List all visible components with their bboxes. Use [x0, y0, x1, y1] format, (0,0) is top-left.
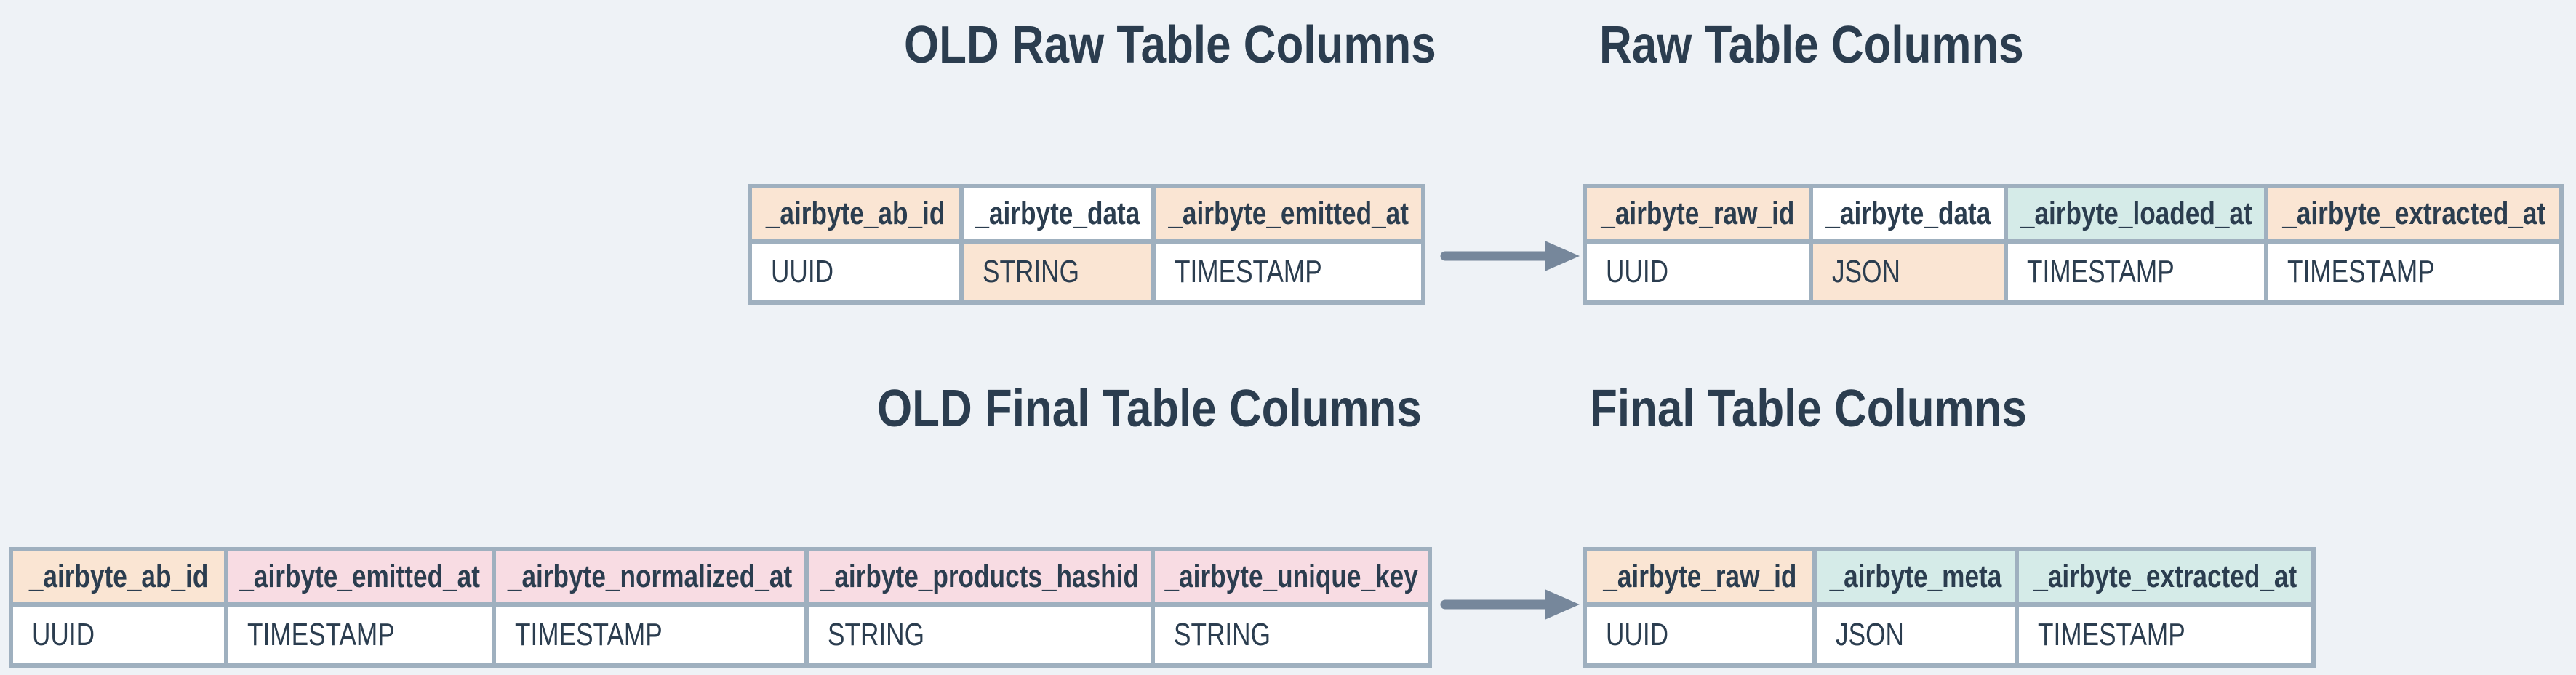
final-columns-table: _airbyte_raw_id _airbyte_meta _airbyte_ext…: [1583, 547, 2316, 668]
column-type-cell: STRING: [809, 607, 1151, 663]
raw-table-title-text: Raw Table Columns: [1599, 16, 2024, 74]
column-header-cell: _airbyte_data: [1813, 188, 2004, 239]
final-table-title: Final Table Columns: [1590, 381, 2098, 436]
column-header-cell: _airbyte_ab_id: [13, 551, 224, 602]
column-header-cell: _airbyte_meta: [1817, 551, 2015, 602]
column-type-cell-text: TIMESTAMP: [247, 617, 395, 652]
column-header-cell-text: _airbyte_extracted_at: [2033, 559, 2297, 594]
column-header-cell-text: _airbyte_ab_id: [766, 196, 945, 231]
column-header-cell-text: _airbyte_extracted_at: [2282, 196, 2546, 231]
column-header-cell-text: _airbyte_normalized_at: [508, 559, 793, 594]
column-type-cell-text: TIMESTAMP: [2287, 254, 2435, 289]
column-header-cell: _airbyte_extracted_at: [2268, 188, 2559, 239]
column-type-cell: UUID: [1587, 607, 1812, 663]
column-type-cell: JSON: [1813, 244, 2004, 300]
column-header-cell-text: _airbyte_data: [1825, 196, 1991, 231]
column-type-cell-text: UUID: [1606, 254, 1669, 289]
column-type-cell-text: JSON: [1836, 617, 1904, 652]
column-type-cell: TIMESTAMP: [496, 607, 804, 663]
column-type-cell: STRING: [1155, 607, 1428, 663]
column-header-cell-text: _airbyte_products_hashid: [820, 559, 1140, 594]
column-header-cell: _airbyte_extracted_at: [2019, 551, 2311, 602]
column-header-cell-text: _airbyte_ab_id: [28, 559, 209, 594]
column-type-cell-text: TIMESTAMP: [515, 617, 663, 652]
column-header-cell: _airbyte_raw_id: [1587, 188, 1809, 239]
old-final-table-title: OLD Final Table Columns: [877, 381, 1511, 436]
column-header-cell: _airbyte_loaded_at: [2008, 188, 2264, 239]
column-header-cell-text: _airbyte_raw_id: [1601, 196, 1795, 231]
column-type-cell: TIMESTAMP: [2019, 607, 2311, 663]
column-header-cell: _airbyte_emitted_at: [228, 551, 492, 602]
column-type-cell-text: UUID: [1606, 617, 1669, 652]
old-final-columns-table: _airbyte_ab_id _airbyte_emitted_at _airbyt…: [9, 547, 1432, 668]
column-header-cell-text: _airbyte_unique_key: [1164, 559, 1418, 594]
column-header-cell-text: _airbyte_raw_id: [1602, 559, 1797, 594]
column-header-cell: _airbyte_emitted_at: [1156, 188, 1421, 239]
raw-columns-table: _airbyte_raw_id _airbyte_data _airbyte_loa…: [1583, 184, 2564, 305]
old-raw-table-title-text: OLD Raw Table Columns: [904, 16, 1436, 74]
raw-table-title: Raw Table Columns: [1599, 17, 2093, 73]
column-header-cell-text: _airbyte_emitted_at: [239, 559, 481, 594]
column-type-cell-text: STRING: [1174, 617, 1271, 652]
final-table-title-text: Final Table Columns: [1590, 380, 2027, 438]
column-header-cell-text: _airbyte_data: [975, 196, 1140, 231]
column-type-cell: TIMESTAMP: [228, 607, 492, 663]
column-type-cell-text: UUID: [32, 617, 95, 652]
column-type-cell-text: JSON: [1832, 254, 1900, 289]
column-type-cell-text: TIMESTAMP: [1175, 254, 1322, 289]
column-type-cell: STRING: [964, 244, 1151, 300]
column-header-cell: _airbyte_raw_id: [1587, 551, 1812, 602]
column-type-cell: TIMESTAMP: [1156, 244, 1421, 300]
column-header-cell: _airbyte_data: [964, 188, 1151, 239]
column-type-cell: TIMESTAMP: [2008, 244, 2264, 300]
column-type-cell: UUID: [13, 607, 224, 663]
column-type-cell: UUID: [1587, 244, 1809, 300]
column-header-cell: _airbyte_ab_id: [752, 188, 959, 239]
column-type-cell: UUID: [752, 244, 959, 300]
column-header-cell: _airbyte_unique_key: [1155, 551, 1428, 602]
column-type-cell-text: STRING: [828, 617, 924, 652]
column-header-cell-text: _airbyte_emitted_at: [1168, 196, 1409, 231]
old-final-table-title-text: OLD Final Table Columns: [877, 380, 1422, 438]
old-raw-columns-table: _airbyte_ab_id _airbyte_data _airbyte_emit…: [748, 184, 1425, 305]
column-type-cell-text: TIMESTAMP: [2038, 617, 2185, 652]
old-raw-table-title: OLD Raw Table Columns: [904, 17, 1523, 73]
column-type-cell-text: TIMESTAMP: [2027, 254, 2175, 289]
column-header-cell: _airbyte_normalized_at: [496, 551, 804, 602]
column-type-cell-text: STRING: [983, 254, 1079, 289]
column-type-cell-text: UUID: [771, 254, 834, 289]
column-header-cell-text: _airbyte_loaded_at: [2020, 196, 2252, 231]
final-migration-arrow-icon: [1440, 589, 1580, 620]
column-header-cell: _airbyte_products_hashid: [809, 551, 1151, 602]
column-header-cell-text: _airbyte_meta: [1829, 559, 2002, 594]
column-type-cell: JSON: [1817, 607, 2015, 663]
raw-migration-arrow-icon: [1440, 241, 1580, 271]
column-type-cell: TIMESTAMP: [2268, 244, 2559, 300]
